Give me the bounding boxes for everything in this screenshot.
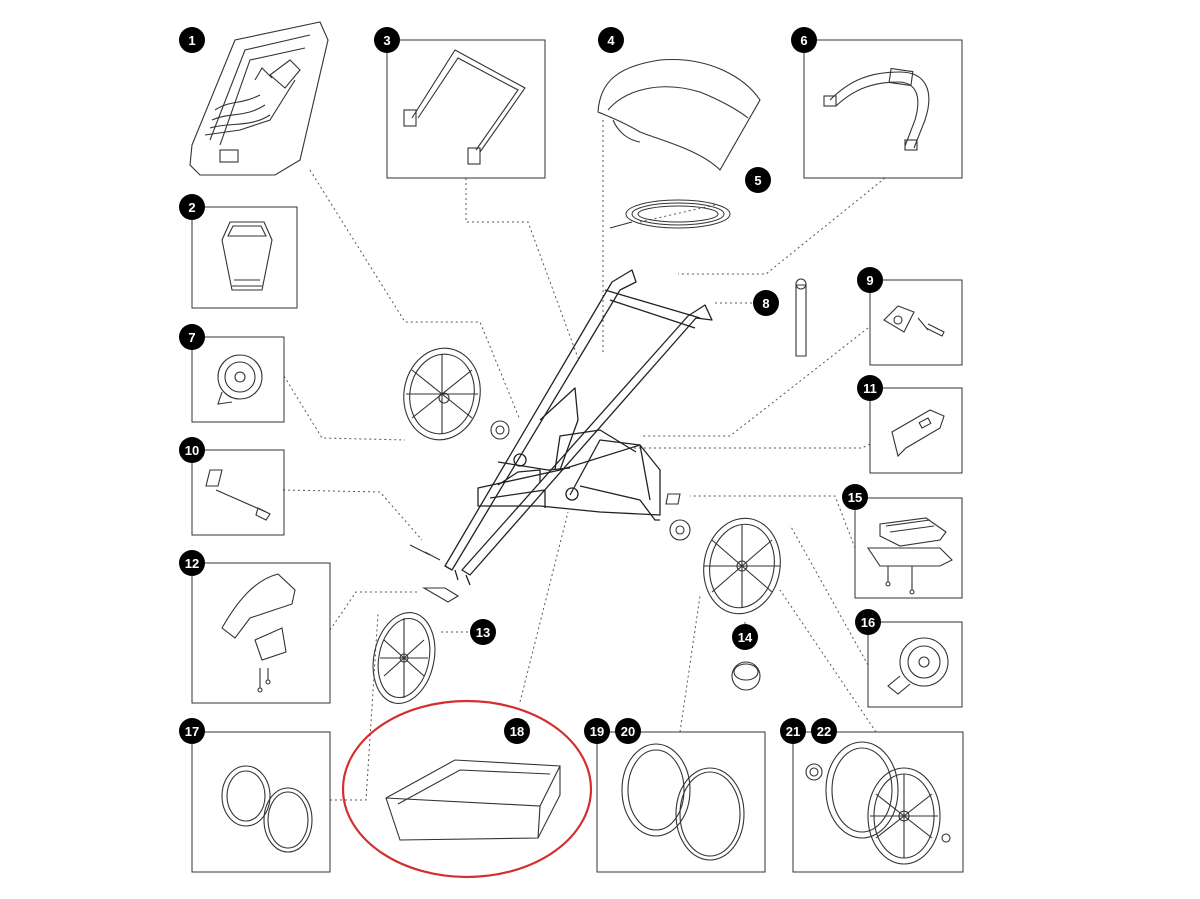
badge-12[interactable]: 12 [179, 550, 205, 576]
number-badges: 1 2 3 4 5 6 7 8 [179, 27, 883, 744]
box-part-10 [191, 449, 285, 536]
badge-2-label: 2 [188, 200, 195, 215]
part-boxes [191, 39, 964, 873]
seat-icon[interactable] [189, 21, 329, 176]
badge-16-label: 16 [861, 615, 875, 630]
badge-3[interactable]: 3 [374, 27, 400, 53]
badge-12-label: 12 [185, 556, 199, 571]
badge-14[interactable]: 14 [732, 624, 758, 650]
fender-icon[interactable] [221, 573, 296, 693]
badge-8[interactable]: 8 [753, 290, 779, 316]
box-part-16 [867, 621, 963, 708]
pad-icon[interactable] [221, 221, 273, 291]
box-part-17 [191, 731, 331, 873]
bumper-bar-icon[interactable] [403, 49, 526, 165]
latch-icon[interactable] [891, 409, 945, 458]
rear-wheel-assembly-icon[interactable] [665, 493, 788, 620]
badge-9[interactable]: 9 [857, 267, 883, 293]
box-part-19-20 [596, 731, 766, 873]
box-part-7 [191, 336, 285, 423]
badge-7-label: 7 [188, 330, 195, 345]
canopy-icon[interactable] [597, 58, 761, 171]
badge-4[interactable]: 4 [598, 27, 624, 53]
brake-drum-icon[interactable] [887, 637, 949, 695]
box-part-9 [869, 279, 963, 366]
badge-20-label: 20 [621, 724, 635, 739]
badge-7[interactable]: 7 [179, 324, 205, 350]
nut-icon[interactable] [805, 741, 951, 865]
badge-1[interactable]: 1 [179, 27, 205, 53]
handlebar-icon[interactable] [823, 67, 930, 151]
wheel-icon[interactable] [365, 544, 460, 709]
box-part-6 [803, 39, 963, 179]
badge-2[interactable]: 2 [179, 194, 205, 220]
badge-11[interactable]: 11 [857, 375, 883, 401]
badge-11-label: 11 [863, 381, 877, 396]
box-part-21-22 [792, 731, 964, 873]
badge-21-label: 21 [786, 724, 800, 739]
badge-19-label: 19 [590, 724, 604, 739]
tube-icon[interactable] [621, 743, 745, 861]
badge-3-label: 3 [383, 33, 390, 48]
badge-18[interactable]: 18 [504, 718, 530, 744]
badge-6-label: 6 [800, 33, 807, 48]
leader-lines [282, 120, 886, 801]
tire-icon[interactable] [221, 765, 313, 853]
box-part-11 [869, 387, 963, 474]
badge-20[interactable]: 20 [615, 718, 641, 744]
box-part-2 [191, 206, 298, 309]
badge-13-label: 13 [476, 625, 490, 640]
badge-18-label: 18 [510, 724, 524, 739]
badge-17[interactable]: 17 [179, 718, 205, 744]
badge-10-label: 10 [185, 443, 199, 458]
box-part-15 [854, 497, 963, 599]
stroller-frame[interactable] [444, 269, 713, 586]
hub-cap-icon[interactable] [731, 661, 761, 691]
badge-4-label: 4 [607, 33, 615, 48]
highlight-ellipse [341, 699, 593, 879]
badge-22-label: 22 [817, 724, 831, 739]
badge-16[interactable]: 16 [855, 609, 881, 635]
badge-22[interactable]: 22 [811, 718, 837, 744]
badge-5-label: 5 [754, 173, 761, 188]
axle-icon[interactable] [205, 469, 271, 521]
badge-15-label: 15 [848, 490, 862, 505]
badge-21[interactable]: 21 [780, 718, 806, 744]
hub-adapter-icon[interactable] [217, 354, 263, 405]
front-wheel-assembly-icon[interactable] [397, 342, 510, 446]
badge-14-label: 14 [738, 630, 753, 645]
badge-1-label: 1 [188, 33, 195, 48]
badge-5[interactable]: 5 [745, 167, 771, 193]
badge-17-label: 17 [185, 724, 199, 739]
box-part-12 [191, 562, 331, 704]
box-part-3 [386, 39, 546, 179]
badge-13[interactable]: 13 [470, 619, 496, 645]
strap-icon[interactable] [795, 278, 807, 357]
badge-8-label: 8 [762, 296, 769, 311]
badge-6[interactable]: 6 [791, 27, 817, 53]
badge-9-label: 9 [866, 273, 873, 288]
badge-19[interactable]: 19 [584, 718, 610, 744]
foot-brake-icon[interactable] [866, 517, 953, 595]
badge-10[interactable]: 10 [179, 437, 205, 463]
basket-icon[interactable] [385, 759, 561, 841]
badge-15[interactable]: 15 [842, 484, 868, 510]
cable-icon[interactable] [609, 199, 731, 229]
clip-screw-icon[interactable] [883, 305, 945, 337]
